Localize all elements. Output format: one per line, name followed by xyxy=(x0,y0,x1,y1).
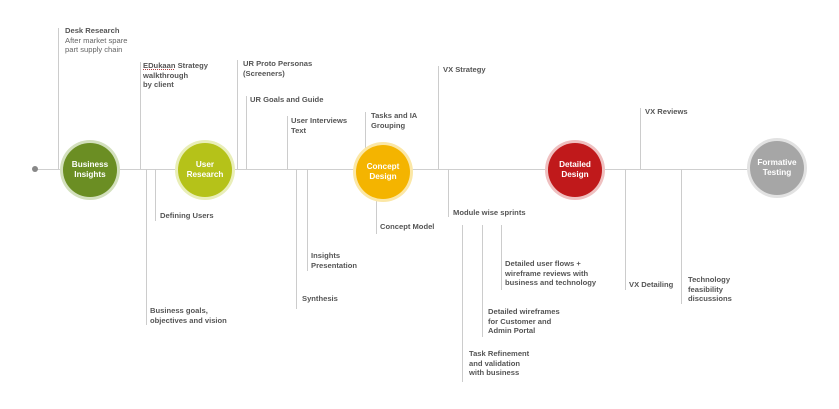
edukaan-brand: EDukaan xyxy=(143,61,176,70)
tick-desk-research xyxy=(58,28,59,169)
tick-business-goals xyxy=(146,169,147,325)
activity-insights-presentation: Insights Presentation xyxy=(311,251,357,270)
tick-defining-users xyxy=(155,169,156,221)
activity-subtitle: After market spare part supply chain xyxy=(65,35,128,55)
tick-detailed-wireframes xyxy=(482,225,483,337)
tick-task-refinement xyxy=(462,225,463,382)
phase-label: Business Insights xyxy=(71,160,109,179)
phase-detailed-design: Detailed Design xyxy=(548,143,602,197)
tick-tasks-ia xyxy=(365,112,366,169)
timeline-start-dot xyxy=(32,166,38,172)
tick-vx-detailing xyxy=(625,169,626,290)
activity-edukaan-strategy: EDukaan Strategy walkthrough by client xyxy=(143,61,208,90)
activity-ur-proto-personas: UR Proto Personas (Screeners) xyxy=(243,59,313,78)
activity-title: Desk Research xyxy=(65,26,120,35)
tick-concept-model xyxy=(376,196,377,234)
phase-business-insights: Business Insights xyxy=(63,143,117,197)
activity-vx-reviews: VX Reviews xyxy=(645,107,688,116)
phase-formative-testing: Formative Testing xyxy=(750,141,804,195)
phase-concept-design: Concept Design xyxy=(356,145,410,199)
tick-vx-strategy xyxy=(438,66,439,169)
tick-detailed-flows xyxy=(501,225,502,290)
activity-tasks-ia: Tasks and IA Grouping xyxy=(371,111,418,130)
phase-label: User Research xyxy=(186,160,224,179)
activity-ur-goals-guide: UR Goals and Guide xyxy=(250,95,324,104)
tick-vx-reviews xyxy=(640,108,641,169)
activity-detailed-flows: Detailed user flows + wireframe reviews … xyxy=(505,259,597,287)
activity-user-interviews: User Interviews Text xyxy=(291,116,348,135)
activity-module-sprints: Module wise sprints xyxy=(453,208,526,217)
phase-user-research: User Research xyxy=(178,143,232,197)
tick-tech-feasibility xyxy=(681,169,682,304)
tick-user-interviews xyxy=(287,116,288,169)
activity-vx-strategy: VX Strategy xyxy=(443,65,486,74)
phase-label: Detailed Design xyxy=(559,160,591,179)
tick-ur-proto-personas xyxy=(237,60,238,169)
tick-edukaan-strategy xyxy=(140,62,141,169)
phase-label: Formative Testing xyxy=(757,158,797,177)
activity-task-refinement: Task Refinement and validation with busi… xyxy=(469,349,530,377)
activity-desk-research: Desk Research After market spare part su… xyxy=(65,26,127,55)
activity-concept-model: Concept Model xyxy=(380,222,435,231)
activity-defining-users: Defining Users xyxy=(160,211,214,220)
activity-detailed-wireframes: Detailed wireframes for Customer and Adm… xyxy=(488,307,560,335)
activity-vx-detailing: VX Detailing xyxy=(629,280,674,289)
tick-ur-goals-guide xyxy=(246,96,247,169)
activity-tech-feasibility: Technology feasibility discussions xyxy=(688,275,732,303)
tick-module-sprints xyxy=(448,169,449,217)
tick-synthesis xyxy=(296,169,297,309)
activity-title: Strategy walkthrough by client xyxy=(143,61,208,89)
activity-synthesis: Synthesis xyxy=(302,294,338,303)
phase-label: Concept Design xyxy=(366,162,400,181)
activity-business-goals: Business goals, objectives and vision xyxy=(150,306,227,325)
tick-insights-presentation xyxy=(307,169,308,271)
